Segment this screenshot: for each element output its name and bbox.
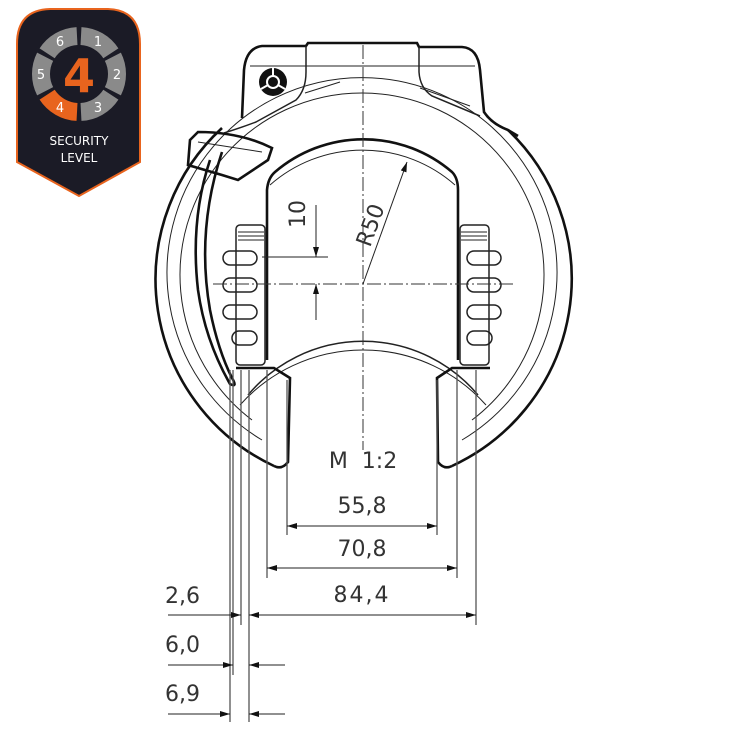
- radius-label: R50: [352, 201, 390, 250]
- badge-segment-5: [31, 52, 54, 96]
- badge-shield: [16, 8, 141, 198]
- dim-inner-gap-label: 55,8: [338, 494, 387, 519]
- bolt-holes-right: [466, 250, 502, 346]
- lock-body: [154, 41, 573, 469]
- badge-segment-3: [80, 89, 119, 121]
- radius-dimension-line: [362, 161, 408, 285]
- badge-level-number: 4: [63, 49, 95, 103]
- badge-segment-1: [80, 27, 119, 59]
- shackle-handle: [186, 130, 274, 182]
- dim-d1-label: 2,6: [165, 584, 200, 609]
- badge-segment-2: [104, 52, 126, 96]
- dim-inner-width-label: 70,8: [338, 537, 387, 562]
- scale-label: M 1:2: [329, 449, 397, 474]
- badge-title-line1: SECURITY: [50, 134, 110, 148]
- badge-segment-label: 4: [56, 101, 64, 116]
- keyhole-icon: [259, 68, 287, 96]
- bolt-holes-left: [222, 250, 258, 346]
- lock-housing: [240, 41, 519, 138]
- dim-d3-label: 6,9: [165, 682, 200, 707]
- badge-segment-label: 3: [94, 101, 102, 116]
- badge-title-line2: LEVEL: [61, 151, 98, 165]
- lock-shackle: [194, 151, 236, 387]
- extension-lines: [229, 370, 477, 722]
- dim-d2-label: 6,0: [165, 633, 200, 658]
- lock-ring-outer: [154, 127, 573, 468]
- pitch-label: 10: [286, 200, 311, 228]
- badge-segment-6: [39, 27, 78, 59]
- badge-segment-label: 2: [113, 68, 121, 83]
- badge-segment-label: 5: [37, 68, 45, 83]
- badge-segment-4: [39, 89, 78, 121]
- badge-segment-label: 1: [94, 35, 102, 50]
- dim-outer-width-label: 84,4: [334, 583, 391, 608]
- badge-segment-label: 6: [56, 35, 64, 50]
